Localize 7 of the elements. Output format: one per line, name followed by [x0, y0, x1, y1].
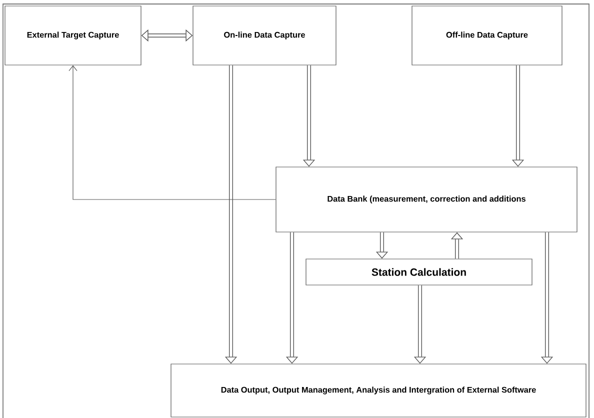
process-box: Data Bank (measurement, correction and additions	[276, 166, 578, 232]
arrow	[68, 65, 276, 200]
process-box: Data Output, Output Management, Analysis and Intergration of External Software	[170, 364, 586, 418]
process-box: Station Calculation	[306, 258, 532, 286]
process-box: On-line Data Capture	[192, 6, 336, 66]
process-box: External Target Capture	[4, 6, 142, 66]
process-box: Off-line Data Capture	[412, 6, 562, 66]
